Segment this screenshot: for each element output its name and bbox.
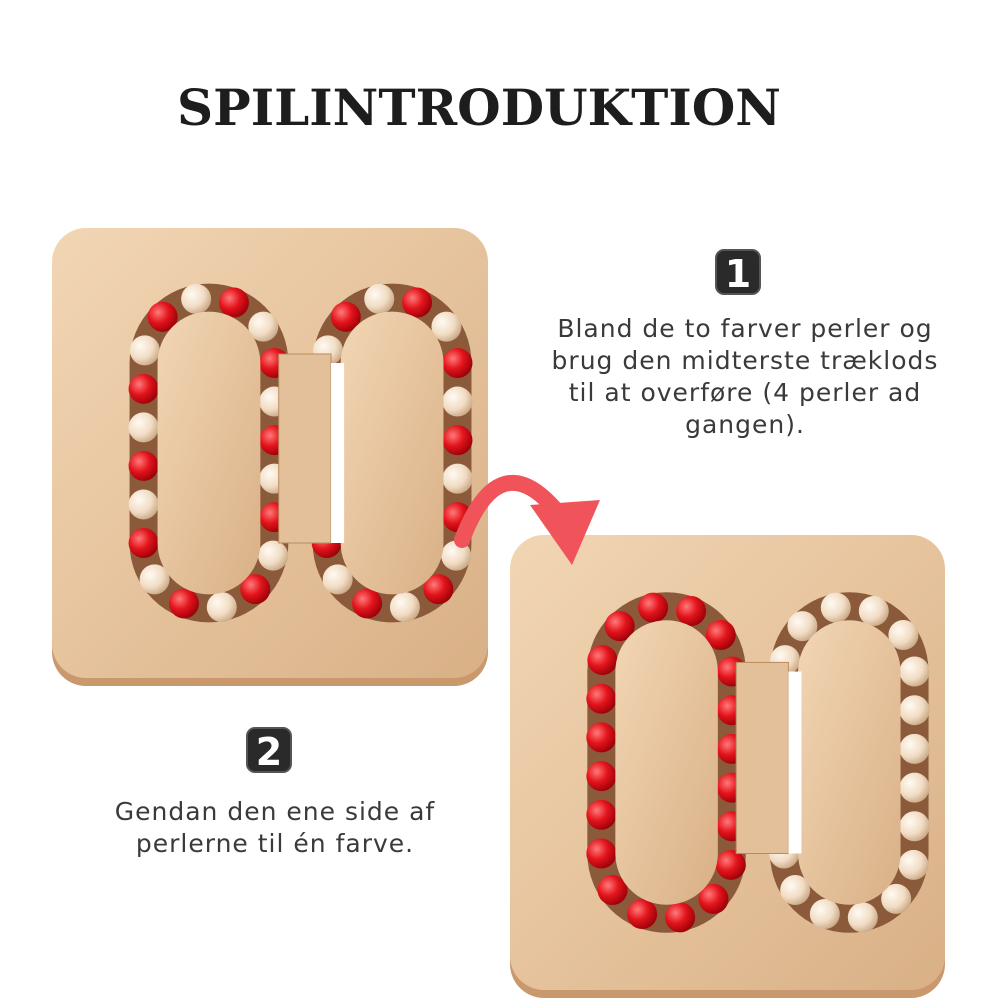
slider-gap — [788, 671, 802, 854]
white-bead — [899, 733, 930, 764]
white-bead — [899, 811, 930, 842]
middle-slider — [278, 353, 332, 544]
white-bead — [206, 592, 237, 623]
white-bead — [128, 412, 159, 443]
white-bead — [888, 620, 919, 651]
oval-core — [340, 311, 444, 595]
red-bead — [240, 574, 271, 605]
white-bead — [129, 335, 160, 366]
oval-core — [157, 311, 261, 595]
white-bead — [847, 902, 878, 933]
red-bead — [587, 645, 618, 676]
white-bead — [248, 311, 279, 342]
white-bead — [431, 311, 462, 342]
red-bead — [128, 528, 159, 558]
red-bead — [442, 348, 473, 378]
white-bead — [322, 564, 353, 595]
white-bead — [389, 592, 420, 623]
red-bead — [402, 287, 433, 318]
white-bead — [899, 772, 930, 803]
white-bead — [809, 898, 840, 929]
white-bead — [899, 695, 930, 726]
curved-arrow — [454, 474, 568, 548]
puzzle-before — [52, 228, 488, 686]
red-bead — [604, 611, 635, 642]
red-bead — [586, 838, 617, 869]
red-bead — [128, 373, 159, 404]
red-bead — [128, 450, 159, 481]
arrow-head-icon — [530, 500, 600, 565]
red-bead — [330, 301, 361, 332]
step-1-text: Bland de to farver perler og brug den mi… — [551, 314, 939, 439]
page-title: SPILINTRODUKTION — [177, 78, 781, 137]
white-bead — [441, 540, 472, 571]
red-bead — [586, 761, 617, 792]
red-bead — [586, 799, 617, 830]
slider-gap — [331, 363, 345, 543]
white-bead — [820, 592, 851, 623]
white-bead — [364, 283, 395, 314]
white-bead — [858, 596, 889, 627]
red-bead — [676, 596, 707, 627]
white-bead — [139, 564, 170, 595]
white-bead — [258, 540, 289, 571]
step-2-badge: 2 — [246, 727, 292, 774]
red-bead — [627, 898, 658, 929]
white-bead — [780, 874, 811, 905]
red-bead — [597, 874, 628, 905]
red-bead — [698, 883, 729, 914]
red-bead — [168, 588, 199, 619]
red-bead — [665, 902, 696, 933]
red-bead — [147, 301, 178, 332]
step-2-text: Gendan den ene side af perlerne til én f… — [114, 797, 436, 858]
puzzle-after — [510, 535, 945, 998]
red-bead — [586, 683, 617, 714]
middle-slider — [735, 661, 789, 855]
step-1-badge: 1 — [715, 249, 761, 296]
red-bead — [705, 620, 736, 651]
white-bead — [442, 463, 473, 494]
white-bead — [899, 656, 930, 687]
oval-core — [798, 620, 901, 905]
white-bead — [898, 849, 929, 880]
red-bead — [638, 592, 669, 623]
red-bead — [423, 574, 454, 605]
white-bead — [442, 386, 473, 417]
red-bead — [218, 287, 249, 318]
red-bead — [715, 849, 746, 880]
red-bead — [586, 722, 617, 753]
white-bead — [881, 883, 912, 914]
white-bead — [128, 489, 159, 520]
white-bead — [787, 611, 818, 642]
white-bead — [181, 283, 212, 314]
oval-core — [615, 620, 718, 905]
red-bead — [442, 425, 473, 456]
red-bead — [352, 588, 383, 619]
